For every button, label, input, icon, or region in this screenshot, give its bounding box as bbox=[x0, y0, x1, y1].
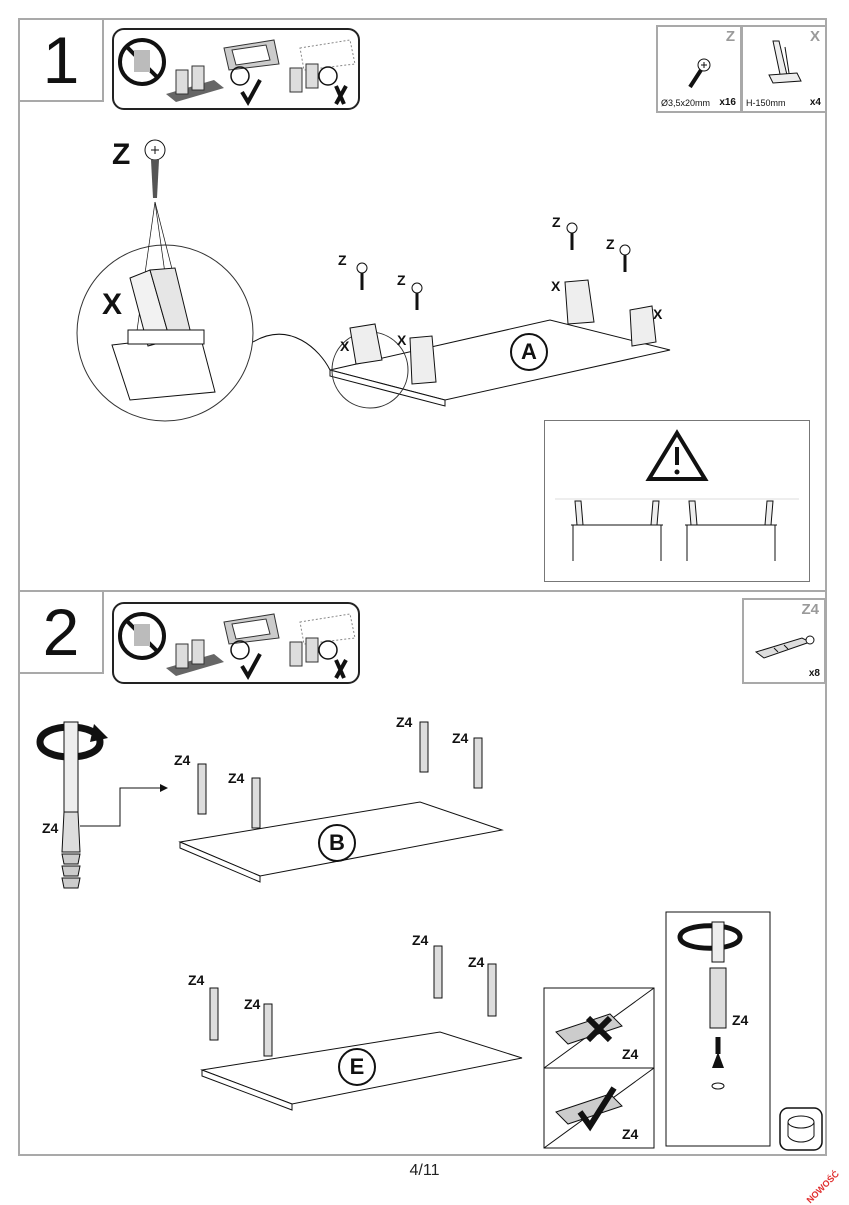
panel-label-e: E bbox=[338, 1048, 376, 1086]
part-letter: X bbox=[809, 28, 820, 45]
detail-leg-label: X bbox=[102, 288, 123, 321]
check-wrong-label: Z4 bbox=[622, 1046, 639, 1062]
leg-label: X bbox=[653, 306, 663, 322]
panel-label-a: A bbox=[510, 333, 548, 371]
page-number: 4/11 bbox=[409, 1162, 440, 1179]
panel-label-b: B bbox=[318, 824, 356, 862]
part-spec: H-150mm bbox=[746, 98, 786, 108]
step-1-panel: 1 Z Ø3,5x20mm x16 bbox=[18, 18, 827, 592]
dowel-label: Z4 bbox=[174, 752, 191, 768]
part-letter: Z4 bbox=[801, 601, 819, 618]
part-letter: Z bbox=[725, 28, 735, 45]
work-surface-hint-graphic bbox=[118, 38, 356, 107]
dowel-label: Z4 bbox=[468, 954, 485, 970]
dowel-label: Z4 bbox=[188, 972, 205, 988]
dowel-label: Z4 bbox=[396, 714, 413, 730]
part-box-z: Z Ø3,5x20mm x16 bbox=[656, 25, 742, 113]
work-surface-hint-graphic bbox=[118, 612, 356, 681]
step-2-drawing bbox=[36, 721, 823, 1151]
screw-label: Z bbox=[397, 272, 406, 288]
step-1-drawing bbox=[76, 139, 671, 422]
leg-bracket-icon bbox=[768, 40, 802, 84]
insert-label: Z4 bbox=[732, 1012, 749, 1028]
step-number: 2 bbox=[20, 592, 104, 674]
part-box-x: X H-150mm x4 bbox=[741, 25, 827, 113]
screw-label: Z bbox=[338, 252, 347, 268]
warning-graphic bbox=[555, 429, 799, 561]
warning-box bbox=[544, 420, 810, 582]
dowel-label: Z4 bbox=[452, 730, 469, 746]
dowel-label: Z4 bbox=[228, 770, 245, 786]
part-box-z4: Z4 x8 bbox=[742, 598, 826, 684]
step-2-panel: 2 Z4 x8 bbox=[18, 592, 827, 1156]
check-right-label: Z4 bbox=[622, 1126, 639, 1142]
screw-label: Z bbox=[606, 236, 615, 252]
screw-icon bbox=[688, 58, 711, 89]
dowel-label: Z4 bbox=[244, 996, 261, 1012]
detail-screw-label: Z bbox=[112, 138, 131, 171]
step-number: 1 bbox=[20, 20, 104, 102]
leg-label: X bbox=[397, 332, 407, 348]
part-quantity: x4 bbox=[809, 97, 821, 108]
leg-label: X bbox=[340, 338, 350, 354]
screw-label: Z bbox=[552, 214, 561, 230]
work-surface-hint bbox=[112, 602, 360, 684]
leg-label: X bbox=[551, 278, 561, 294]
work-surface-hint bbox=[112, 28, 360, 110]
part-quantity: x8 bbox=[808, 668, 820, 679]
part-quantity: x16 bbox=[719, 97, 736, 108]
dowel-pin-icon bbox=[754, 635, 815, 659]
tool-label: Z4 bbox=[42, 820, 59, 836]
part-spec: Ø3,5x20mm bbox=[661, 98, 711, 108]
dowel-label: Z4 bbox=[412, 932, 429, 948]
